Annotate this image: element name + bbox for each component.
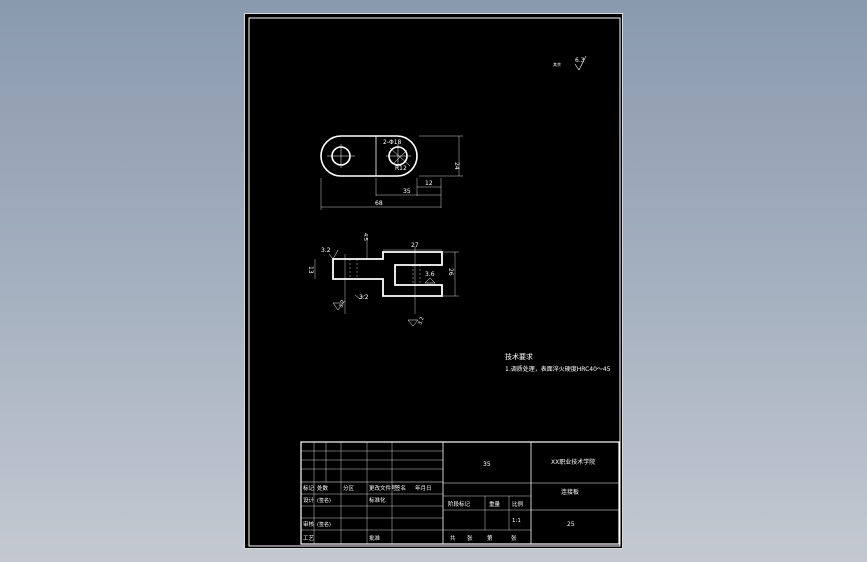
rough-bottom-left: 3.2 — [338, 299, 346, 309]
rough-bottom-mid: 3.2 — [359, 294, 369, 301]
cell-process: 工艺 — [303, 535, 315, 542]
dim-hole: 2-Φ18 — [383, 139, 402, 146]
dim-end: 12 — [425, 180, 433, 187]
cell-standardization: 标准化 — [369, 496, 386, 504]
cell-review-sign: (签名) — [317, 521, 331, 528]
roughness-prefix: 其余 — [553, 61, 561, 67]
link-outline — [320, 135, 418, 177]
sheet-total: 共 — [450, 534, 456, 542]
roughness-symbol-icon — [354, 294, 366, 300]
corner-roughness: 其余 6.3 — [553, 55, 587, 71]
dim-step: 4.5 — [362, 233, 368, 241]
title-block: 标记 处数 分区 更改文件号 签名 年月日 设计 (签名) 标准化 审核 (签名… — [300, 441, 620, 545]
inner-border — [248, 17, 621, 547]
cell-count: 处数 — [317, 484, 329, 492]
cell-zone: 分区 — [343, 484, 355, 492]
notes-title: 技术要求 — [505, 352, 533, 361]
dim-height: 24 — [453, 162, 460, 170]
link-section-outline — [332, 251, 443, 297]
technical-notes: 技术要求 1.调质处理，表面淬火硬度HRC40～45 — [505, 352, 611, 373]
title-block-frame — [300, 441, 620, 545]
sheet-unit-2: 张 — [511, 534, 517, 542]
cell-weight: 重量 — [489, 500, 501, 508]
roughness-symbol-icon — [424, 277, 436, 284]
notes-line-1: 1.调质处理，表面淬火硬度HRC40～45 — [505, 365, 611, 373]
cell-change-doc: 更改文件号 — [369, 484, 397, 492]
drawing-number: 25 — [567, 521, 575, 528]
cell-approve: 批准 — [369, 534, 381, 542]
cell-scale: 1:1 — [512, 518, 521, 524]
cell-scale-label: 比例 — [512, 500, 524, 508]
roughness-symbol-icon — [574, 55, 587, 71]
dim-left-h: 13 — [307, 266, 314, 274]
leader-line — [392, 149, 408, 165]
rough-left: 3.2 — [321, 247, 331, 254]
dim-radius: R12 — [395, 165, 407, 172]
sheet-current: 第 — [487, 534, 493, 542]
cell-mark: 标记 — [303, 484, 315, 492]
material: 35 — [483, 461, 491, 468]
cell-date: 年月日 — [415, 484, 432, 492]
sheet-unit: 张 — [467, 534, 473, 542]
roughness-value: 6.3 — [575, 57, 585, 64]
rough-bottom: 3.2 — [417, 316, 425, 326]
drawing-canvas: 其余 6.3 2-Φ18 R12 24 35 12 68 — [248, 17, 621, 547]
drawing-sheet: 其余 6.3 2-Φ18 R12 24 35 12 68 — [244, 13, 623, 549]
cell-design-sign: (签名) — [317, 497, 331, 504]
cell-review: 审核 — [303, 520, 315, 528]
cell-stage: 阶段标记 — [448, 500, 471, 508]
rough-right: 3.6 — [425, 271, 435, 278]
cell-design: 设计 — [303, 496, 315, 504]
roughness-symbol-icon — [328, 249, 339, 260]
school-name: XX职业技术学院 — [551, 458, 595, 466]
dim-center: 35 — [403, 188, 411, 195]
dim-total: 68 — [375, 200, 383, 207]
dim-slot-width: 27 — [411, 242, 419, 249]
part-name: 连接板 — [561, 488, 579, 496]
dim-right-h: 26 — [447, 268, 454, 276]
roughness-symbol-icon — [332, 302, 344, 311]
front-view: 27 4.5 13 26 3.2 3.2 3.2 3.6 3.2 — [307, 233, 459, 327]
roughness-symbol-icon — [407, 319, 419, 327]
cell-sign: 签名 — [395, 484, 406, 492]
top-view: 2-Φ18 R12 24 35 12 68 — [320, 135, 463, 210]
